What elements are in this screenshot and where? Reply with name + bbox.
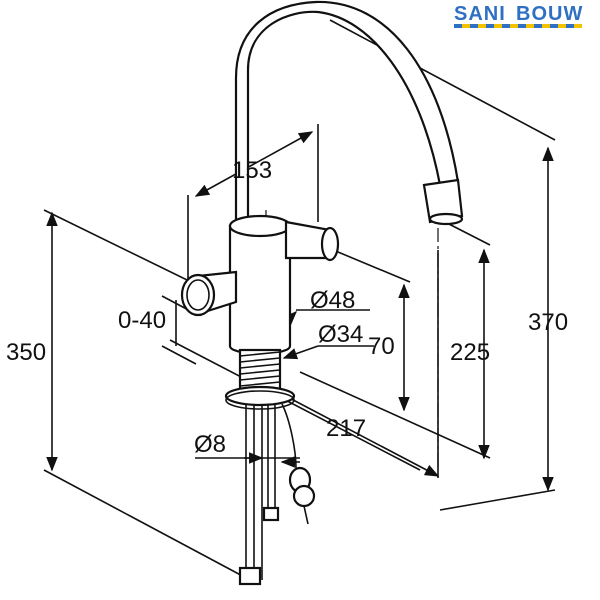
mixer-body [228,224,292,355]
pull-out-hose [281,403,316,525]
dim-370: 370 [528,309,568,336]
dim-diameter-34: Ø34 [318,321,363,348]
dim-153: 153 [232,157,272,184]
logo-word-bouw: BOUW [516,3,583,25]
logo-checker-stripe [454,24,582,28]
sani-bouw-logo: SANI BOUW [454,3,583,28]
dim-217: 217 [326,415,366,442]
dim-0-40: 0-40 [118,307,166,334]
spout-tip [422,178,464,224]
faucet [180,0,464,586]
mounting-ring [224,385,296,407]
dim-225: 225 [450,339,490,366]
supply-hoses [238,404,280,586]
dim-70: 70 [368,333,395,360]
logo-word-sani: SANI [454,3,506,25]
dim-diameter-8: Ø8 [194,431,226,458]
dim-diameter-48: Ø48 [310,287,355,314]
dim-350: 350 [6,339,46,366]
dimension-labels: 153 0-40 350 Ø48 Ø34 70 225 370 217 Ø8 [6,157,568,458]
